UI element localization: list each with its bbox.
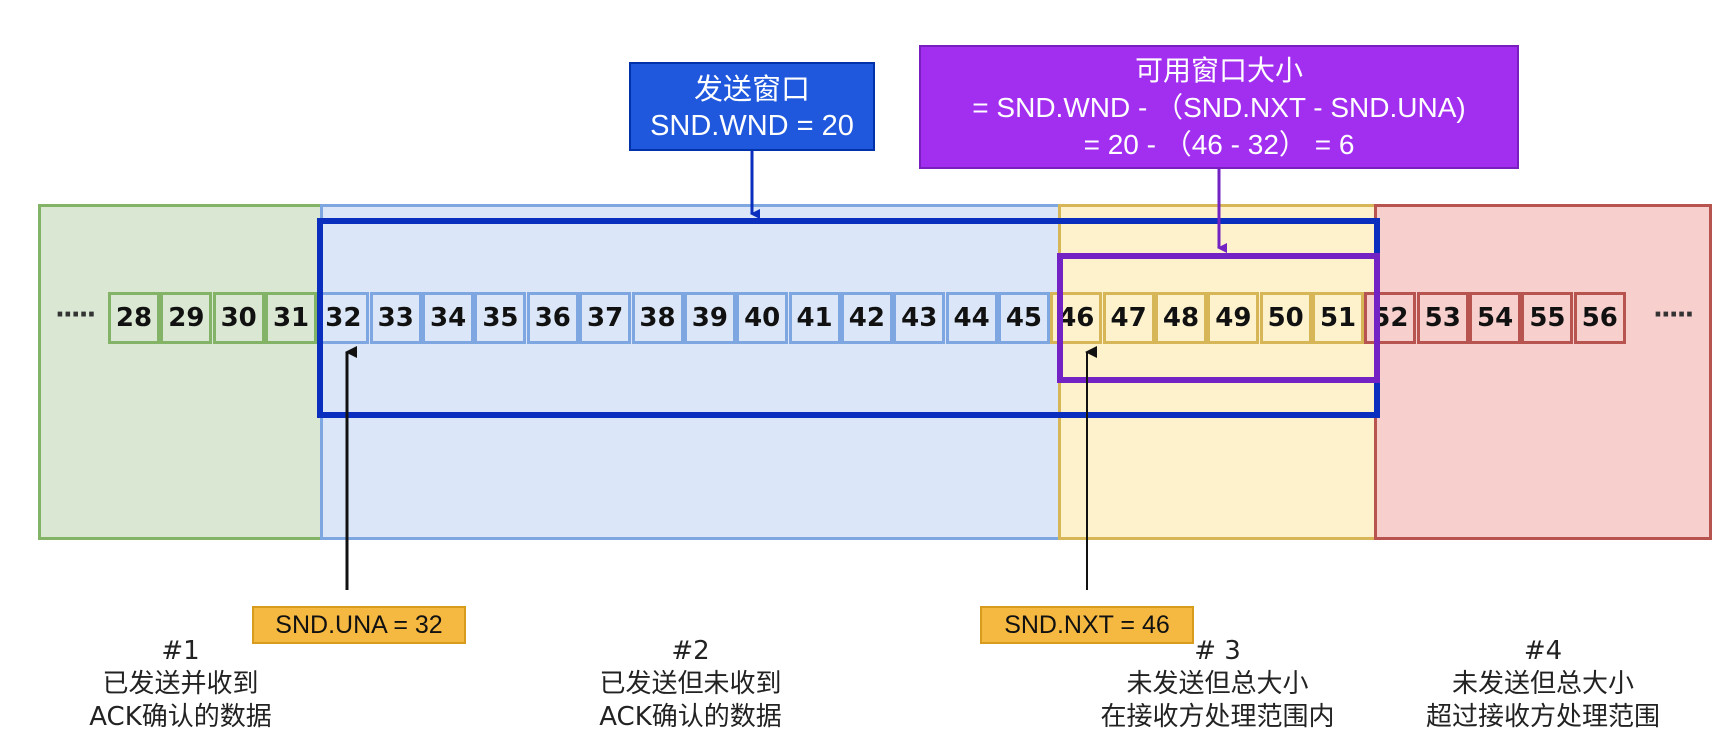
trailing-ellipsis: ····· xyxy=(1653,300,1694,330)
send-window-title: 发送窗口 xyxy=(693,74,810,106)
usable-window-callout: 可用窗口大小 = SND.WND - （SND.NXT - SND.UNA) =… xyxy=(919,45,1519,169)
usable-window-formula-1: = SND.WND - （SND.NXT - SND.UNA) xyxy=(972,92,1466,123)
seq-cell-52: 52 xyxy=(1364,292,1417,344)
seq-cell-45: 45 xyxy=(997,292,1050,344)
seq-cell-55: 55 xyxy=(1521,292,1574,344)
seq-cell-49: 49 xyxy=(1207,292,1260,344)
seq-cell-33: 33 xyxy=(369,292,422,344)
snd-una-label: SND.UNA = 32 xyxy=(275,610,443,639)
zone-unsent-beyond-window: #4 未发送但总大小 超过接收方处理范围 xyxy=(1374,204,1712,732)
seq-cell-30: 30 xyxy=(212,292,265,344)
snd-nxt-label: SND.NXT = 46 xyxy=(1004,610,1170,639)
seq-cell-41: 41 xyxy=(788,292,841,344)
seq-cell-35: 35 xyxy=(474,292,527,344)
seq-cell-29: 29 xyxy=(160,292,213,344)
seq-cell-48: 48 xyxy=(1155,292,1207,344)
seq-cell-28: 28 xyxy=(108,292,160,344)
zone-sent-acked: #1 已发送并收到 ACK确认的数据 xyxy=(38,204,323,732)
seq-cell-31: 31 xyxy=(265,292,318,344)
zone-1-line2: ACK确认的数据 xyxy=(89,702,272,732)
zone-1-line1: 已发送并收到 xyxy=(102,669,259,699)
zone-sent-unacked: #2 已发送但未收到 ACK确认的数据 xyxy=(320,204,1061,732)
send-window-formula: SND.WND = 20 xyxy=(650,110,854,142)
zone-unsent-within-window: # 3 未发送但总大小 在接收方处理范围内 xyxy=(1058,204,1377,732)
seq-cell-54: 54 xyxy=(1469,292,1522,344)
seq-cell-38: 38 xyxy=(631,292,684,344)
usable-window-title: 可用窗口大小 xyxy=(1134,55,1303,86)
seq-cell-46: 46 xyxy=(1050,292,1103,344)
send-window-callout: 发送窗口 SND.WND = 20 xyxy=(629,62,875,151)
seq-cell-47: 47 xyxy=(1102,292,1155,344)
usable-window-formula-2: = 20 - （46 - 32） = 6 xyxy=(1083,129,1355,160)
tcp-sliding-window-diagram: #1 已发送并收到 ACK确认的数据 #2 已发送但未收到 ACK确认的数据 #… xyxy=(38,45,1712,732)
seq-cell-39: 39 xyxy=(683,292,736,344)
snd-una-tag: SND.UNA = 32 xyxy=(252,606,466,644)
zone-4-line2: 超过接收方处理范围 xyxy=(1425,702,1660,732)
seq-cell-51: 51 xyxy=(1312,292,1365,344)
leading-ellipsis: ····· xyxy=(55,300,96,330)
snd-nxt-tag: SND.NXT = 46 xyxy=(980,606,1194,644)
seq-cell-50: 50 xyxy=(1259,292,1312,344)
seq-cell-44: 44 xyxy=(945,292,998,344)
seq-cell-53: 53 xyxy=(1416,292,1469,344)
seq-cell-36: 36 xyxy=(526,292,579,344)
zone-4-label: #4 xyxy=(1523,636,1563,666)
seq-cell-42: 42 xyxy=(840,292,893,344)
seq-cell-40: 40 xyxy=(736,292,789,344)
zone-2-line1: 已发送但未收到 xyxy=(599,669,782,699)
seq-cell-34: 34 xyxy=(422,292,475,344)
seq-cell-37: 37 xyxy=(579,292,632,344)
zone-3-line1: 未发送但总大小 xyxy=(1126,669,1309,699)
zone-3-line2: 在接收方处理范围内 xyxy=(1100,702,1335,732)
seq-cell-43: 43 xyxy=(893,292,946,344)
seq-cell-56: 56 xyxy=(1573,292,1626,344)
zone-2-line2: ACK确认的数据 xyxy=(599,702,782,732)
seq-cell-32: 32 xyxy=(317,292,370,344)
zone-4-line1: 未发送但总大小 xyxy=(1451,669,1634,699)
